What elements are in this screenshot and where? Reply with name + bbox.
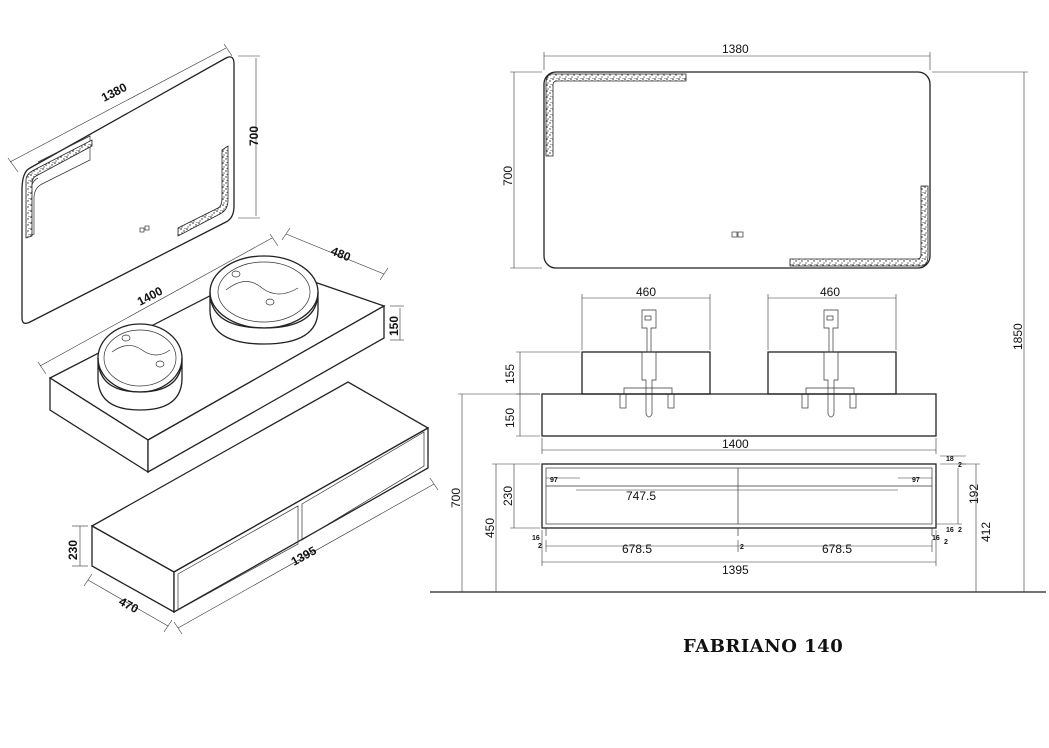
bottom-2-right-label: 2 [944,539,948,546]
basin-height-label: 155 [503,364,517,384]
bottom-16-left-label: 16 [532,535,540,542]
drawer-right-width-label: 678.5 [822,542,852,556]
front-mirror-height-label: 700 [501,166,515,186]
bottom-2-mid-label: 2 [740,544,744,551]
side-97-left-label: 97 [550,477,558,484]
iso-mirror-height-label: 700 [247,126,261,146]
iso-mirror [21,56,235,324]
iso-countertop-width-label: 1400 [135,284,165,309]
model-title: FABRIANO 140 [683,636,844,657]
iso-countertop [48,255,386,474]
countertop-width-label: 1400 [722,437,749,451]
right-192-label: 192 [967,484,981,504]
front-mirror-sensor-icon [731,231,738,238]
iso-countertop-height-label: 150 [387,316,401,336]
right-2-label: 2 [958,527,962,534]
front-mirror-dims: 1380 700 1850 [501,42,1028,593]
iso-cabinet [90,381,430,614]
top-18-label: 18 [946,456,954,463]
inner-width-label: 747.5 [626,489,656,503]
iso-cabinet-width-label: 1395 [289,543,319,568]
top-2-label: 2 [958,462,962,469]
cabinet-height-450-label: 450 [483,518,497,538]
front-cabinet-dims: 700 450 230 97 97 747.5 18 2 192 412 16 … [449,393,993,592]
cabinet-height-700-label: 700 [449,488,463,508]
right-16-label: 16 [946,527,954,534]
total-height-label: 1850 [1011,323,1025,350]
basin-left-width-label: 460 [636,285,656,299]
front-countertop [541,393,937,437]
iso-mirror-sensor-icon [139,227,145,233]
front-mirror-width-label: 1380 [722,42,749,56]
iso-cabinet-dims: 230 1395 470 [66,477,439,635]
drawer-left-width-label: 678.5 [622,542,652,556]
iso-cabinet-depth-label: 470 [117,594,142,616]
front-mirror [543,71,931,269]
front-basin-dims: 460 460 155 [503,285,897,394]
iso-countertop-depth-label: 480 [329,244,353,265]
countertop-height-label: 150 [503,408,517,428]
right-412-label: 412 [979,522,993,542]
front-cabinet [541,463,937,536]
iso-cabinet-height-label: 230 [66,540,80,560]
cabinet-width-label: 1395 [722,563,749,577]
side-97-right-label: 97 [912,477,920,484]
front-basins [581,309,897,418]
basin-right-width-label: 460 [820,285,840,299]
front-countertop-dims: 150 1400 [503,393,937,454]
iso-mirror-width-label: 1380 [99,80,129,105]
bottom-2-left-label: 2 [538,543,542,550]
cabinet-height-230-label: 230 [501,486,515,506]
